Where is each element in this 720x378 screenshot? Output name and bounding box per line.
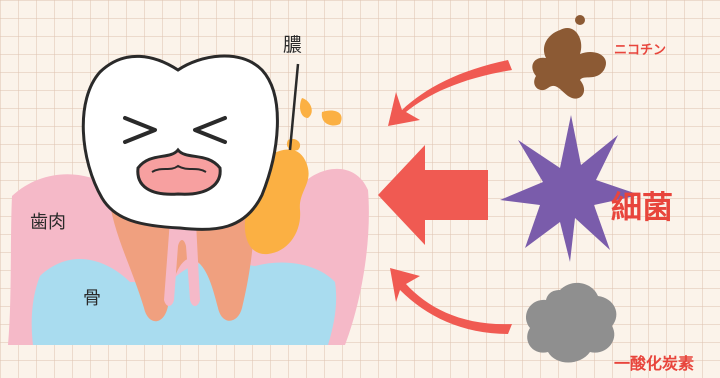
bacteria-arrow-icon <box>378 145 488 245</box>
co-arrow-icon <box>390 268 512 334</box>
nicotine-arrow-icon <box>388 60 512 126</box>
purple-starburst-icon <box>500 115 640 262</box>
bacteria-label: 細菌 <box>611 193 673 224</box>
pus-leader-line <box>290 64 298 150</box>
tooth-crown <box>83 56 277 229</box>
nicotine-label: ニコチン <box>614 44 666 57</box>
gum-label: 歯肉 <box>30 214 66 232</box>
pus-droplet <box>322 111 342 126</box>
pus-droplet <box>300 98 312 118</box>
gray-cloud-icon <box>526 283 616 363</box>
pus-label: 膿 <box>283 36 302 55</box>
bone <box>32 259 336 345</box>
brown-splat-icon <box>532 28 606 99</box>
carbon-monoxide-label: 一酸化炭素 <box>614 356 694 372</box>
splat-drop-icon <box>575 15 585 25</box>
red-arrow-icon <box>378 60 512 334</box>
bone-label: 骨 <box>83 290 101 308</box>
